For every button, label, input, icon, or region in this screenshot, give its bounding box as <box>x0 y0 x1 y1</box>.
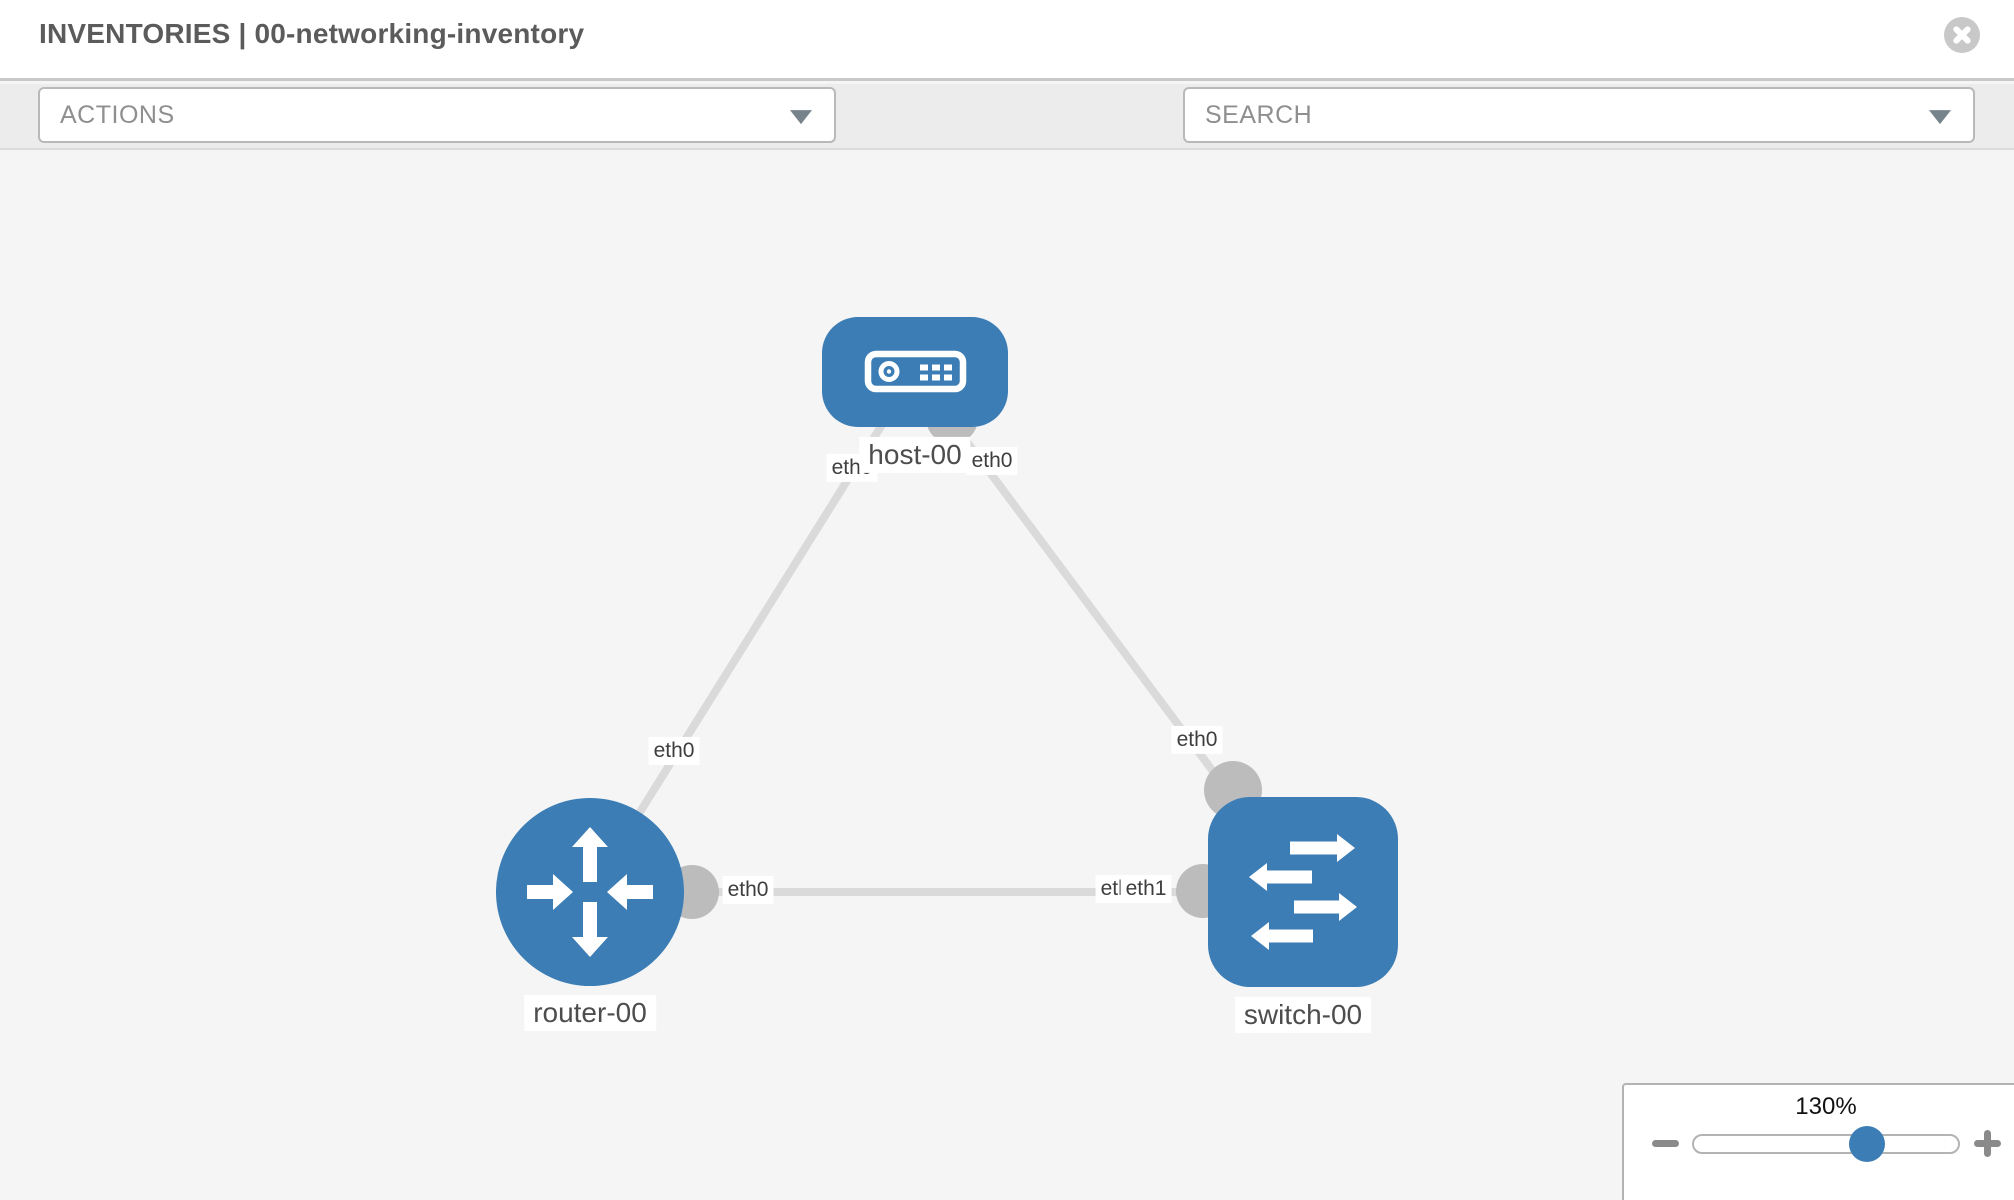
interface-label: eth1 <box>1120 874 1172 904</box>
node-router-00[interactable] <box>496 798 684 986</box>
interface-label: eth0 <box>966 446 1018 476</box>
close-button[interactable] <box>1944 17 1980 53</box>
toolbar: ACTIONS SEARCH <box>0 84 2014 216</box>
search-dropdown[interactable]: SEARCH <box>1183 87 1975 143</box>
node-switch-00[interactable] <box>1208 797 1398 987</box>
close-icon <box>1952 25 1972 45</box>
interface-label: eth0 <box>1171 725 1223 755</box>
topology-graph <box>496 317 1398 987</box>
zoom-slider-handle[interactable] <box>1849 1126 1885 1162</box>
actions-dropdown-label: ACTIONS <box>60 100 175 129</box>
chevron-down-icon <box>790 110 812 125</box>
switch-icon <box>1249 834 1357 950</box>
interface-label: eth0 <box>722 875 774 905</box>
chevron-down-icon <box>1929 110 1951 125</box>
zoom-in-button[interactable] <box>1974 1130 2001 1157</box>
router-icon <box>527 827 653 957</box>
zoom-level-label: 130% <box>1795 1093 1857 1120</box>
topology-canvas[interactable]: eth0 eth0 eth0 eth0 eth0 eth0 eth1 host-… <box>0 150 2014 1200</box>
interface-label: eth0 <box>648 736 700 766</box>
zoom-slider[interactable] <box>1692 1126 1960 1162</box>
zoom-control-panel: 130% <box>1622 1083 2014 1200</box>
zoom-out-button[interactable] <box>1652 1140 1679 1147</box>
actions-dropdown[interactable]: ACTIONS <box>38 87 836 143</box>
header: INVENTORIES | 00-networking-inventory <box>0 0 2014 81</box>
page-title: INVENTORIES | 00-networking-inventory <box>39 18 585 49</box>
node-host-00[interactable] <box>822 317 1008 427</box>
node-label-router: router-00 <box>524 994 656 1032</box>
host-icon <box>864 350 967 393</box>
search-dropdown-label: SEARCH <box>1205 100 1313 129</box>
node-label-switch: switch-00 <box>1234 996 1372 1034</box>
node-label-host: host-00 <box>859 436 971 474</box>
